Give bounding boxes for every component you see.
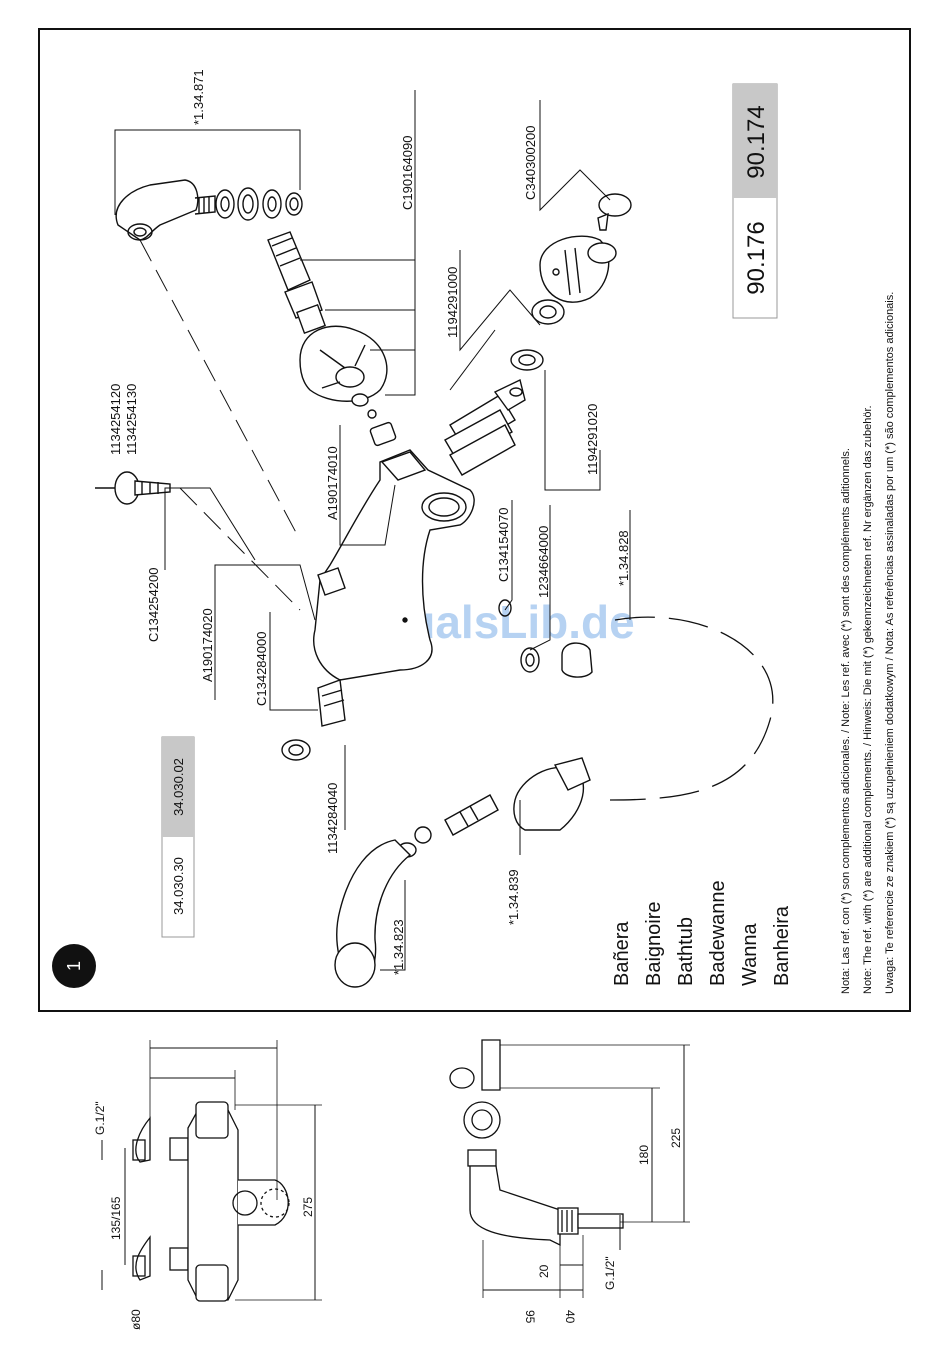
part-ref-1134284040: 1134284040	[325, 783, 340, 854]
dim-side-d3: 40	[563, 1310, 577, 1324]
part-ref-1194291000: 1194291000	[445, 267, 460, 338]
product-name-pt: Banheira	[771, 905, 793, 986]
cartridge-nut	[510, 299, 565, 371]
part-ref-C190164090: C190164090	[400, 136, 415, 210]
threaded-insert	[267, 231, 326, 334]
note-line-3: Uwaga: Te referencie ze znakiem (*) są u…	[884, 292, 896, 994]
product-name-fr: Baignoire	[643, 901, 665, 986]
product-name-en: Bathtub	[675, 917, 697, 986]
side-view-drawing	[449, 1039, 690, 1298]
front-view-dims: G.1/2" 135/165 ø80 275	[93, 1101, 315, 1330]
part-ref-A190174020: A190174020	[200, 608, 215, 682]
model-box-right: 90.176 90.174	[732, 83, 778, 319]
notes: Nota: Las ref. con (*) son complementos …	[840, 292, 896, 994]
dim-side-d1: 20	[537, 1264, 551, 1278]
note-line-2: Note: The ref. with (*) are additional c…	[862, 405, 874, 994]
part-ref-A190174010: A190174010	[325, 446, 340, 520]
model-code-left-2: 34.030.02	[171, 758, 186, 816]
part-labels: 1134254120 1134254130 C134254200 A190174…	[108, 69, 631, 975]
spout-part	[115, 179, 303, 241]
part-ref-1-34-823: *1.34.823	[391, 919, 406, 975]
handle-knob	[539, 235, 617, 303]
part-ref-C340300200: C340300200	[523, 126, 538, 200]
part-ref-1-34-871: *1.34.871	[191, 69, 206, 125]
front-view-drawing	[101, 1040, 322, 1302]
part-ref-C134284000: C134284000	[254, 632, 269, 706]
dim-side-h2: 225	[669, 1128, 683, 1148]
inlet-fitting	[281, 679, 346, 761]
hose-connector	[397, 794, 499, 858]
exploded-parts	[95, 90, 774, 988]
exploded-diagram-frame	[38, 28, 911, 1012]
cover-rosette	[299, 325, 388, 402]
part-ref-1-34-839: *1.34.839	[506, 869, 521, 925]
part-ref-1234664000: 1234664000	[536, 526, 551, 598]
dim-front-width: 275	[301, 1197, 315, 1217]
model-code-right-2: 90.174	[743, 105, 770, 178]
leader-lines	[114, 90, 631, 971]
dim-side-h1: 180	[637, 1145, 651, 1165]
cartridge	[444, 378, 526, 476]
model-code-left-1: 34.030.30	[171, 857, 186, 915]
dim-side-d2: 95	[523, 1310, 537, 1324]
model-code-right-1: 90.176	[743, 221, 770, 294]
part-ref-C134254200: C134254200	[146, 568, 161, 642]
part-ref-1194291020: 1194291020	[585, 404, 600, 475]
part-ref-1-34-828: *1.34.828	[616, 530, 631, 586]
part-ref-1134254130: 1134254130	[124, 384, 139, 455]
part-ref-C134154070: C134154070	[496, 508, 511, 582]
screw-cap	[95, 471, 171, 505]
section-number: 1	[64, 961, 84, 971]
model-box-left: 34.030.30 34.030.02	[161, 736, 195, 938]
part-ref-1134254120: 1134254120	[108, 384, 123, 455]
hand-shower	[334, 839, 412, 988]
section-badge: 1	[52, 944, 96, 988]
mixer-body	[313, 449, 475, 681]
dim-front-spacing: 135/165	[109, 1196, 123, 1240]
note-line-1: Nota: Las ref. con (*) son complementos …	[840, 448, 852, 994]
shower-holder	[513, 757, 591, 831]
product-name-de: Badewanne	[707, 880, 729, 986]
product-name-es: Bañera	[611, 921, 633, 986]
dim-front-diameter: ø80	[129, 1309, 143, 1330]
dim-front-thread: G.1/2"	[93, 1101, 107, 1135]
product-name-pl: Wanna	[739, 922, 761, 986]
product-names: Bañera Baignoire Bathtub Badewanne Wanna…	[611, 880, 793, 986]
dim-side-thread: G.1/2"	[603, 1256, 617, 1290]
side-view-dims: 180 225 20 95 40 G.1/2"	[523, 1128, 683, 1324]
